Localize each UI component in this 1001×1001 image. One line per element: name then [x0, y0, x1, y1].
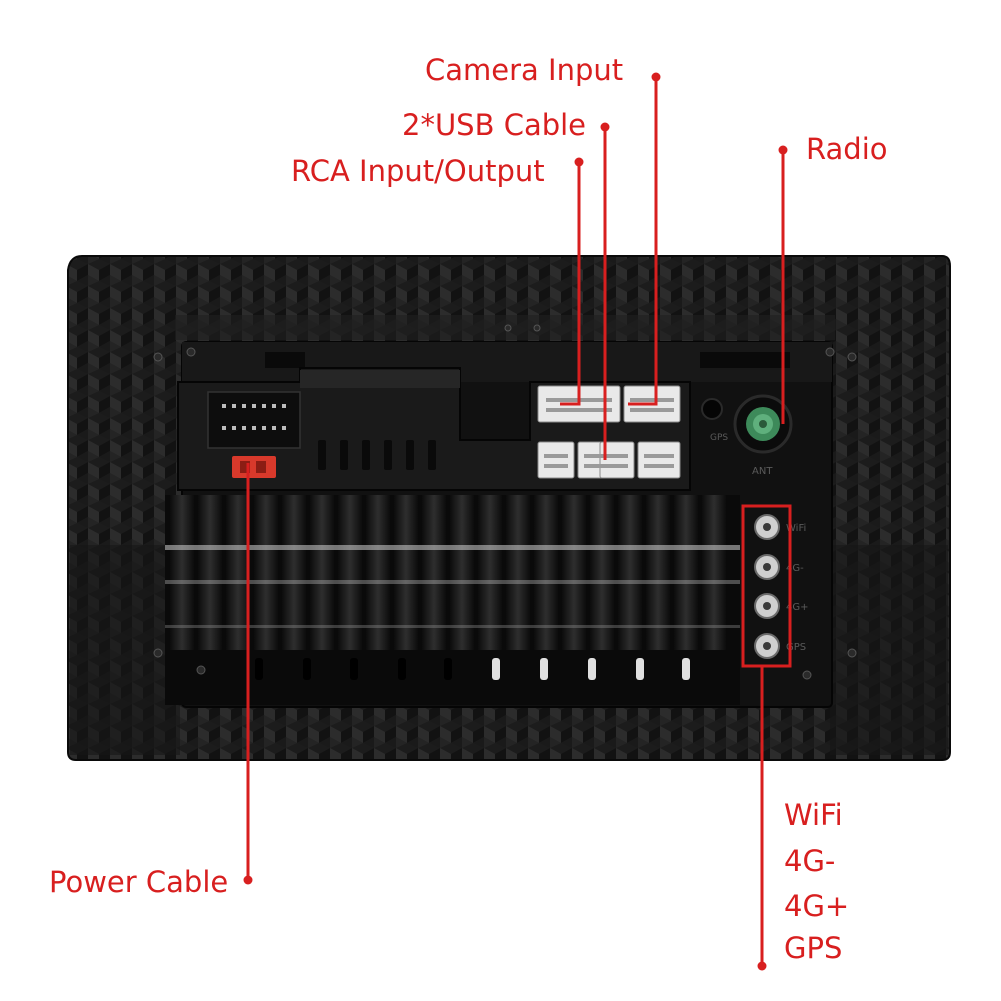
- label-radio: Radio: [806, 132, 888, 166]
- label-wifi: WiFi: [784, 798, 843, 832]
- port-wifi-marking: WiFi: [786, 523, 806, 534]
- antenna-highlight-box: [741, 504, 792, 668]
- label-usb-cable: 2*USB Cable: [402, 108, 587, 142]
- rca-leader: [560, 162, 581, 406]
- radio-antenna-jack: [701, 394, 793, 454]
- leader-dots: [243, 72, 788, 971]
- ant-marking: ANT: [752, 466, 773, 477]
- heat-sink: [165, 495, 740, 705]
- port-gps-marking: GPS: [786, 642, 806, 653]
- antenna-ports: [754, 514, 780, 659]
- label-rca-input-output: RCA Input/Output: [291, 154, 545, 188]
- screws: [153, 324, 857, 680]
- port-4g-minus-marking: 4G-: [786, 563, 804, 574]
- camera-input-leader: [628, 77, 658, 406]
- port-4g-plus-marking: 4G+: [786, 602, 809, 613]
- label-gps: GPS: [784, 931, 843, 965]
- label-power-cable: Power Cable: [49, 865, 229, 899]
- power-connector: [207, 391, 301, 478]
- label-4g-minus: 4G-: [784, 844, 836, 878]
- label-4g-plus: 4G+: [784, 889, 850, 923]
- fm-marking: GPS: [710, 433, 728, 443]
- leader-lines: [246, 77, 785, 966]
- label-camera-input: Camera Input: [425, 53, 624, 87]
